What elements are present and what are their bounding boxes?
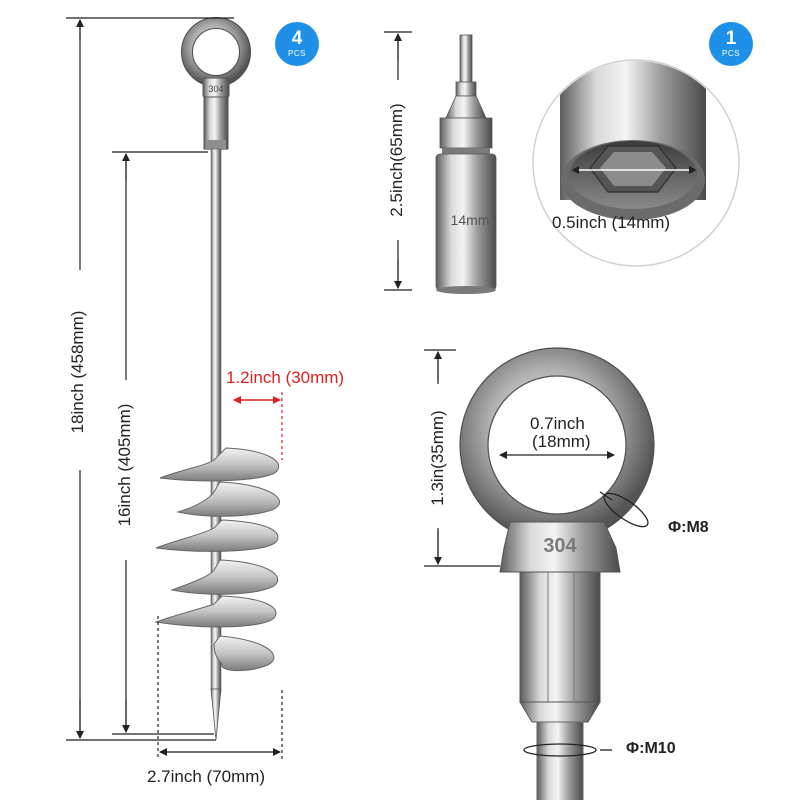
blade-width-label: 1.2inch (30mm) <box>226 368 345 387</box>
shaft-diameter-label: Φ:M10 <box>626 740 676 757</box>
auger-eye-ring <box>181 17 251 87</box>
eye-bolt-closeup <box>459 347 655 800</box>
eye-height-label: 1.3in(35mm) <box>428 393 447 523</box>
shaft-length-label: 16inch (405mm) <box>115 385 134 545</box>
badge-unit: PCS <box>288 49 306 58</box>
eye-height-dimension <box>424 349 500 567</box>
badge-count: 4 <box>291 28 303 49</box>
auger-stamp: 304 <box>208 84 223 94</box>
total-length-dimension <box>66 17 234 741</box>
socket-length-label: 2.5inch(65mm) <box>387 80 406 240</box>
eye-inner-label-line2: (18mm) <box>532 432 591 451</box>
thread-diameter-label: Φ:M8 <box>668 519 709 536</box>
total-length-label: 18inch (458mm) <box>68 297 87 447</box>
eye-inner-label-line1: 0.7inch <box>530 414 585 433</box>
auger-tip <box>210 688 222 741</box>
quantity-badge-socket: 1 PCS <box>709 22 753 66</box>
socket-opening-label: 0.5inch (14mm) <box>552 213 671 232</box>
shaft-length-dimension <box>112 151 214 735</box>
auger-anchor <box>154 17 280 741</box>
spiral-diameter-dimension <box>157 616 283 760</box>
eye-bolt-stamp: 304 <box>543 535 577 557</box>
badge-unit: PCS <box>722 49 740 58</box>
m8-thread-indicator <box>599 491 649 528</box>
socket-adapter <box>435 34 497 294</box>
spiral-diameter-label: 2.7inch (70mm) <box>147 767 266 786</box>
auger-spiral-blades <box>154 447 280 672</box>
socket-stamp: 14mm <box>451 212 490 228</box>
m10-shaft-indicator <box>523 743 612 757</box>
quantity-badge-auger: 4 PCS <box>275 22 319 66</box>
socket-closeup <box>532 59 740 267</box>
socket-length-dimension <box>384 31 412 291</box>
badge-count: 1 <box>725 28 737 49</box>
blade-width-dimension <box>233 392 283 460</box>
